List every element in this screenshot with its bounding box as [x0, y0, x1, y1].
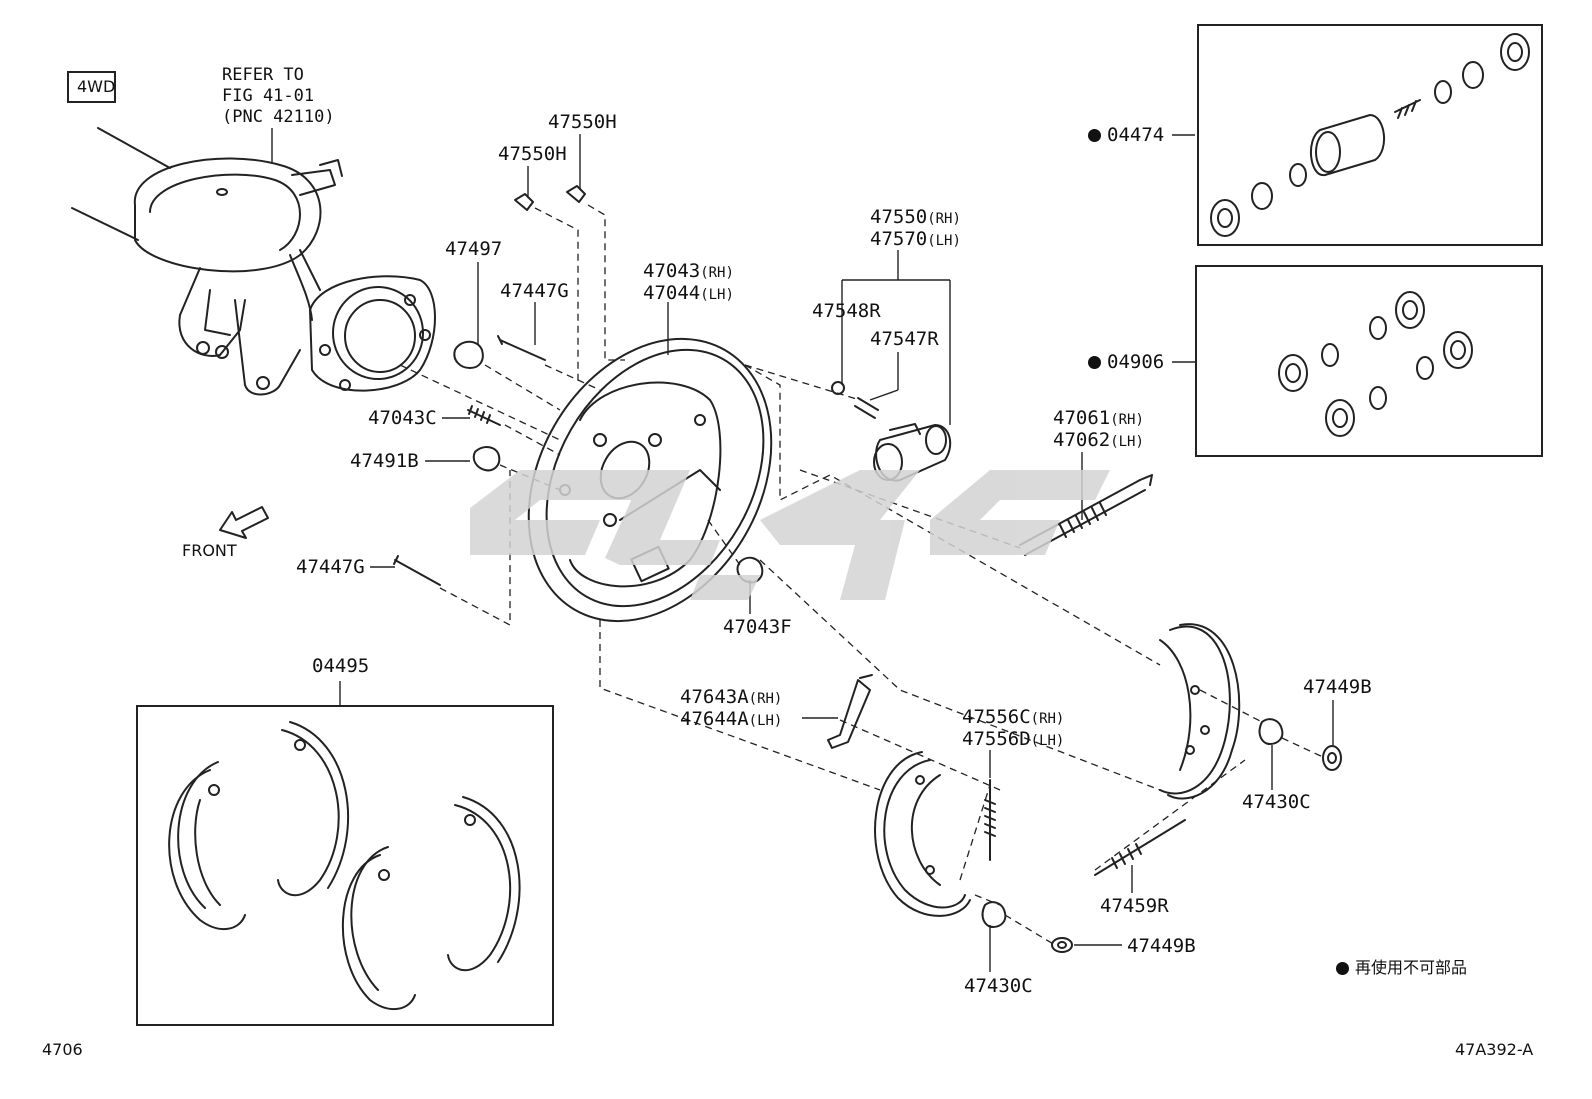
part-04906[interactable]: 04906	[1088, 351, 1164, 373]
part-47043F[interactable]: 47043F	[723, 616, 792, 638]
springs-drawing	[981, 718, 1342, 953]
figure-id: 47A392-A	[1455, 1040, 1534, 1059]
badge-4wd: 4WD	[77, 77, 116, 96]
kit-04906-box	[1195, 265, 1543, 457]
part-47062-lh[interactable]: 47062(LH)	[1053, 429, 1144, 451]
kit-04906-drawing	[1278, 291, 1473, 437]
badge-4wd-box	[67, 71, 116, 103]
non-reusable-dot-icon	[1088, 356, 1101, 369]
kit-04474-drawing	[1210, 33, 1530, 237]
part-04495[interactable]: 04495	[312, 655, 370, 677]
part-47459R[interactable]: 47459R	[1100, 895, 1169, 917]
non-reusable-dot-icon	[1336, 962, 1349, 975]
part-47430C-lower[interactable]: 47430C	[964, 975, 1033, 997]
part-47550-rh[interactable]: 47550(RH)	[870, 206, 961, 228]
part-47643A-rh[interactable]: 47643A(RH)	[680, 686, 783, 708]
part-47447G-upper[interactable]: 47447G	[500, 280, 569, 302]
kit-04474-box	[1197, 24, 1543, 246]
front-label: FRONT	[182, 541, 237, 560]
shoe-kit-drawing	[168, 721, 521, 1010]
legend: 再使用不可部品	[1336, 954, 1467, 978]
part-47061-rh[interactable]: 47061(RH)	[1053, 407, 1144, 429]
part-47449B-upper[interactable]: 47449B	[1303, 676, 1372, 698]
part-47447G-lower[interactable]: 47447G	[296, 556, 365, 578]
part-47491B[interactable]: 47491B	[350, 450, 419, 472]
non-reusable-dot-icon	[1088, 129, 1101, 142]
part-47449B-lower[interactable]: 47449B	[1127, 935, 1196, 957]
parking-lever-drawing	[827, 674, 873, 749]
brake-shoe-right-drawing	[1159, 623, 1241, 800]
part-47550H-lower[interactable]: 47550H	[498, 143, 567, 165]
refer-note: REFER TO FIG 41-01 (PNC 42110)	[222, 65, 335, 127]
part-47430C-upper[interactable]: 47430C	[1242, 791, 1311, 813]
part-47550H-upper[interactable]: 47550H	[548, 111, 617, 133]
wheel-cylinder-drawing	[831, 381, 952, 482]
front-arrow-icon	[219, 506, 269, 539]
part-47043C[interactable]: 47043C	[368, 407, 437, 429]
part-47570-lh[interactable]: 47570(LH)	[870, 228, 961, 250]
part-47548R[interactable]: 47548R	[812, 300, 881, 322]
kit-04495-box	[136, 705, 554, 1026]
part-47547R[interactable]: 47547R	[870, 328, 939, 350]
brake-shoe-middle-drawing	[874, 751, 971, 917]
part-47043-rh[interactable]: 47043(RH)	[643, 260, 734, 282]
part-47556C-rh[interactable]: 47556C(RH)	[962, 706, 1065, 728]
bleeder-bolts-drawing	[393, 185, 764, 586]
axle-housing-drawing	[71, 127, 436, 396]
part-47644A-lh[interactable]: 47644A(LH)	[680, 708, 783, 730]
part-04474[interactable]: 04474	[1088, 124, 1164, 146]
page-code: 4706	[42, 1040, 83, 1059]
leader-lines	[271, 128, 1334, 972]
part-47497[interactable]: 47497	[445, 238, 503, 260]
watermark-logo	[470, 470, 1110, 600]
part-47044-lh[interactable]: 47044(LH)	[643, 282, 734, 304]
part-47556D-lh[interactable]: 47556D(LH)	[962, 728, 1065, 750]
legend-text: 再使用不可部品	[1355, 958, 1468, 977]
